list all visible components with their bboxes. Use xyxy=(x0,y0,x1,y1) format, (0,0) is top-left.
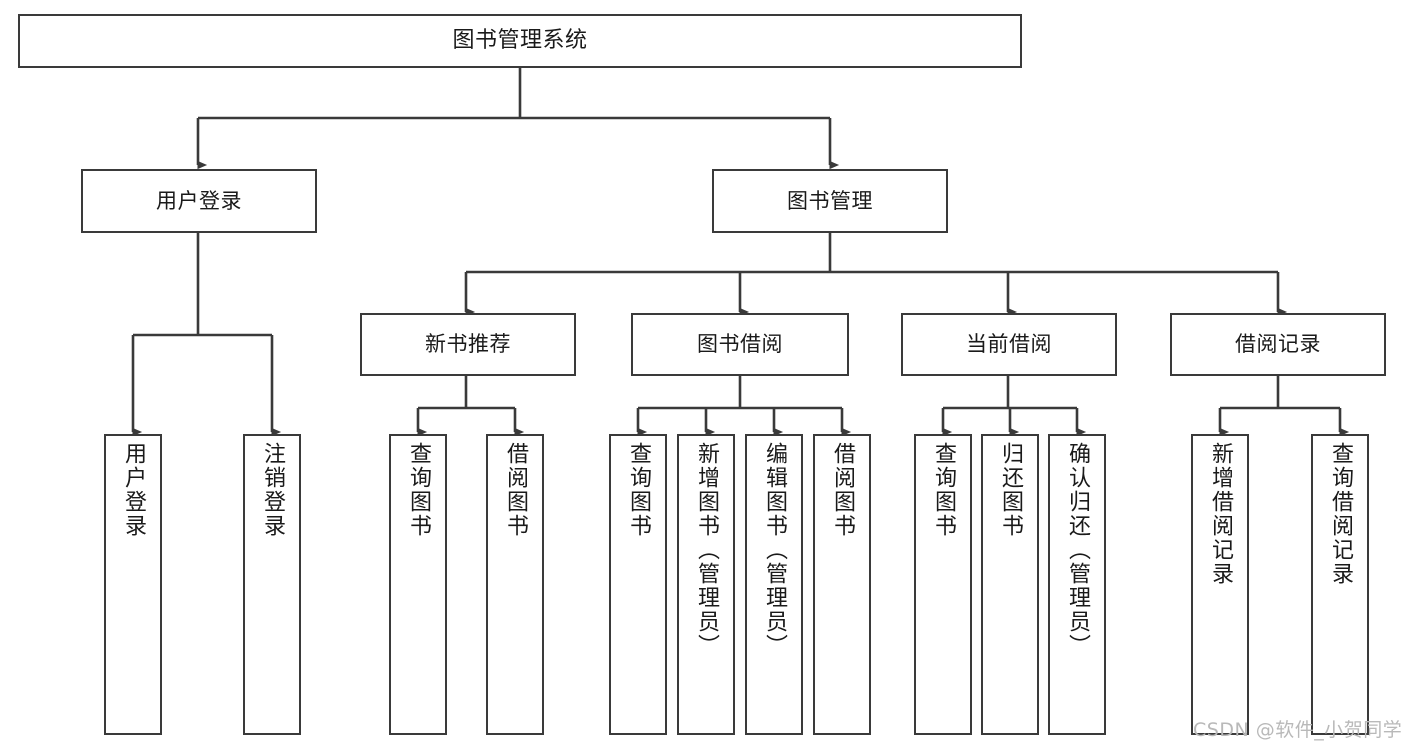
node-label: 借阅图书 xyxy=(503,442,528,538)
leaf-new-book-query-book[interactable]: 查询图书 xyxy=(389,434,447,735)
node-label: 查询图书 xyxy=(406,442,431,538)
node-label: 用户登录 xyxy=(156,188,242,213)
node-book-management[interactable]: 图书管理 xyxy=(712,169,948,233)
node-label: 图书管理 xyxy=(787,188,873,213)
leaf-current-borrow-query-book[interactable]: 查询图书 xyxy=(914,434,972,735)
leaf-user-login-signout[interactable]: 注销登录 xyxy=(243,434,301,735)
node-user-login[interactable]: 用户登录 xyxy=(81,169,317,233)
node-label: 新书推荐 xyxy=(425,332,511,357)
leaf-book-borrow-add-book-admin[interactable]: 新增图书（管理员） xyxy=(677,434,735,735)
csdn-watermark: CSDN @软件_小贺同学 xyxy=(1193,719,1403,741)
leaf-borrow-record-add-record[interactable]: 新增借阅记录 xyxy=(1191,434,1249,735)
node-current-borrow[interactable]: 当前借阅 xyxy=(901,313,1117,376)
leaf-current-borrow-return-book[interactable]: 归还图书 xyxy=(981,434,1039,735)
leaf-borrow-record-query-record[interactable]: 查询借阅记录 xyxy=(1311,434,1369,735)
node-label: 借阅记录 xyxy=(1235,332,1321,357)
leaf-book-borrow-edit-book-admin[interactable]: 编辑图书（管理员） xyxy=(745,434,803,735)
node-label: 借阅图书 xyxy=(830,442,855,538)
node-label: 图书管理系统 xyxy=(452,28,588,54)
node-label: 确认归还（管理员） xyxy=(1065,442,1090,658)
leaf-user-login-signin[interactable]: 用户登录 xyxy=(104,434,162,735)
node-borrow-record[interactable]: 借阅记录 xyxy=(1170,313,1386,376)
node-label: 查询借阅记录 xyxy=(1328,442,1353,586)
node-label: 编辑图书（管理员） xyxy=(762,442,787,658)
node-label: 归还图书 xyxy=(998,442,1023,538)
node-label: 图书借阅 xyxy=(697,332,783,357)
leaf-book-borrow-query-book[interactable]: 查询图书 xyxy=(609,434,667,735)
node-new-book-recommend[interactable]: 新书推荐 xyxy=(360,313,576,376)
node-label: 当前借阅 xyxy=(966,332,1052,357)
node-root-library-management-system[interactable]: 图书管理系统 xyxy=(18,14,1022,68)
node-label: 新增借阅记录 xyxy=(1208,442,1233,586)
leaf-current-borrow-confirm-return-admin[interactable]: 确认归还（管理员） xyxy=(1048,434,1106,735)
node-label: 用户登录 xyxy=(121,442,146,538)
node-label: 查询图书 xyxy=(931,442,956,538)
leaf-book-borrow-borrow-book[interactable]: 借阅图书 xyxy=(813,434,871,735)
connector-lines xyxy=(131,68,1350,437)
node-label: 查询图书 xyxy=(626,442,651,538)
node-label: 新增图书（管理员） xyxy=(694,442,719,658)
node-book-borrow[interactable]: 图书借阅 xyxy=(631,313,849,376)
node-label: 注销登录 xyxy=(260,442,285,538)
leaf-new-book-borrow-book[interactable]: 借阅图书 xyxy=(486,434,544,735)
